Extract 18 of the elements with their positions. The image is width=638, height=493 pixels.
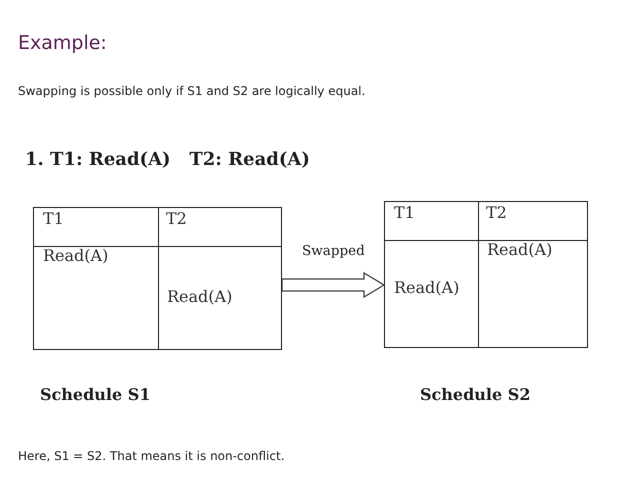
cell-text: Read(A): [43, 246, 108, 265]
example-heading: 1. T1: Read(A) T2: Read(A): [25, 149, 310, 170]
cell-text: Read(A): [487, 240, 552, 259]
block-arrow: [281, 272, 386, 298]
table-caption: Schedule S2: [420, 385, 530, 404]
cell-text: Read(A): [394, 278, 460, 297]
schedule-table: [33, 207, 282, 350]
column-header: T1: [43, 209, 64, 228]
heading: Example:: [18, 32, 107, 54]
intro-text: Swapping is possible only if S1 and S2 are logically equal.: [18, 84, 366, 98]
table-caption: Schedule S1: [40, 385, 150, 404]
edge-label: Swapped: [302, 243, 365, 259]
column-header: T2: [486, 203, 507, 222]
cell-text: Read(A): [167, 287, 232, 306]
column-header: T1: [394, 203, 415, 222]
conclusion-text: Here, S1 = S2. That means it is non-conflict.: [18, 449, 285, 463]
schedule-table: [384, 201, 588, 348]
column-header: T2: [166, 209, 187, 228]
